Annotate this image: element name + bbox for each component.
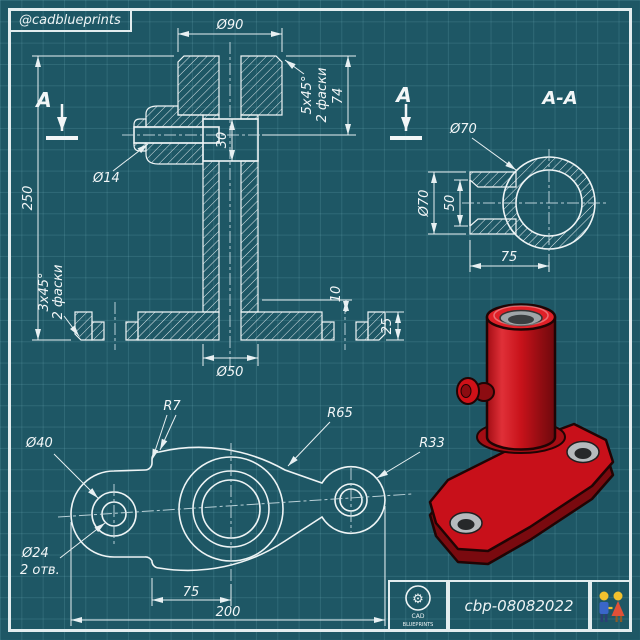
dim-200: 200 bbox=[70, 506, 386, 626]
logo-circle bbox=[405, 585, 431, 611]
dim-25-label: 25 bbox=[380, 318, 395, 335]
dim-50: 50 bbox=[443, 179, 468, 227]
dim-50-label: 50 bbox=[443, 195, 458, 212]
dim-r33: R33 bbox=[376, 436, 445, 479]
couple-emoji-icon bbox=[599, 591, 625, 622]
base-hole-upper bbox=[566, 440, 600, 464]
dim-74: 74 bbox=[262, 55, 356, 136]
watermark-text: @cadblueprints bbox=[19, 12, 121, 28]
side-knob bbox=[456, 377, 495, 405]
dim-75-top: 75 bbox=[151, 578, 232, 606]
dim-250-label: 250 bbox=[21, 186, 36, 211]
dim-d40: Ø40 bbox=[25, 436, 99, 499]
render-3d bbox=[428, 303, 615, 566]
chamfer-bottom-label-1: 3x45° bbox=[37, 272, 52, 311]
dim-30: 30 bbox=[215, 119, 235, 161]
dim-d70-upper-label: Ø70 bbox=[449, 122, 477, 137]
dim-r65: R65 bbox=[287, 406, 353, 467]
dim-d70-leader: Ø70 bbox=[449, 122, 517, 171]
dim-d14: Ø14 bbox=[92, 143, 149, 186]
dim-r7-label: R7 bbox=[163, 399, 181, 414]
note-chamfer-bottom: 3x45° 2 фаски bbox=[37, 265, 80, 337]
section-mark-right: A bbox=[390, 83, 422, 140]
dim-25: 25 bbox=[380, 311, 404, 341]
drawing-code: cbp-08082022 bbox=[464, 597, 574, 615]
emoji-badge bbox=[590, 580, 632, 632]
section-title: A-A bbox=[540, 88, 577, 109]
base-hole-lower bbox=[449, 511, 483, 535]
section-label-right: A bbox=[394, 83, 411, 107]
dim-d50-label: Ø50 bbox=[216, 365, 244, 380]
dim-d70-side: Ø70 bbox=[417, 171, 466, 235]
section-label-left: A bbox=[34, 88, 51, 112]
cylinder-body bbox=[485, 315, 557, 451]
gear-icon: ⚙ bbox=[412, 592, 424, 607]
top-view: Ø40 R7 R65 R33 Ø24 2 отв. 75 bbox=[20, 399, 445, 626]
chamfer-bottom-label-2: 2 фаски bbox=[51, 265, 66, 320]
logo-line1: CAD bbox=[412, 613, 425, 620]
dim-d90-label: Ø90 bbox=[216, 18, 244, 33]
dim-d70-side-label: Ø70 bbox=[417, 190, 432, 218]
drawing-code-badge: cbp-08082022 bbox=[448, 580, 590, 632]
rim-highlight bbox=[493, 305, 549, 326]
dim-r7: R7 bbox=[151, 399, 181, 461]
dim-r33-label: R33 bbox=[419, 436, 445, 451]
bore-hole bbox=[508, 314, 534, 325]
dim-d24-note-label: 2 отв. bbox=[20, 563, 60, 578]
dim-d50: Ø50 bbox=[202, 344, 259, 380]
dim-10: 10 bbox=[262, 286, 352, 312]
dim-75-aa-label: 75 bbox=[501, 250, 518, 265]
logo-emblem: ⚙ CAD BLUEPRINTS bbox=[403, 585, 434, 628]
chamfer-top-label-1: 5x45° bbox=[300, 75, 315, 114]
dim-74-label: 74 bbox=[331, 88, 346, 105]
section-view-aa: A-A Ø70 Ø70 50 75 bbox=[417, 88, 606, 272]
watermark-badge: @cadblueprints bbox=[8, 8, 132, 32]
dim-200-label: 200 bbox=[216, 605, 241, 620]
dim-d24: Ø24 2 отв. bbox=[20, 522, 106, 578]
note-chamfer-top: 5x45° 2 фаски bbox=[284, 59, 330, 123]
logo-line2: BLUEPRINTS bbox=[403, 622, 434, 628]
dim-250: 250 bbox=[21, 55, 174, 341]
logo-badge: ⚙ CAD BLUEPRINTS bbox=[388, 580, 448, 632]
title-block: ⚙ CAD BLUEPRINTS cbp-08082022 bbox=[388, 580, 632, 632]
dim-d40-label: Ø40 bbox=[25, 436, 53, 451]
front-view: Ø90 74 5x45° 2 фаски 30 Ø14 bbox=[21, 18, 422, 380]
dim-30-label: 30 bbox=[215, 132, 230, 149]
dim-75-aa: 75 bbox=[469, 240, 550, 272]
dim-r65-label: R65 bbox=[327, 406, 353, 421]
dim-d90: Ø90 bbox=[177, 18, 283, 52]
dim-d14-label: Ø14 bbox=[92, 171, 120, 186]
dim-d24-label: Ø24 bbox=[21, 546, 49, 561]
dim-10-label: 10 bbox=[329, 286, 344, 303]
section-mark-left: A bbox=[34, 88, 78, 140]
flange-outline bbox=[70, 446, 386, 572]
dim-75-top-label: 75 bbox=[183, 585, 200, 600]
chamfer-top-label-2: 2 фаски bbox=[315, 68, 330, 123]
